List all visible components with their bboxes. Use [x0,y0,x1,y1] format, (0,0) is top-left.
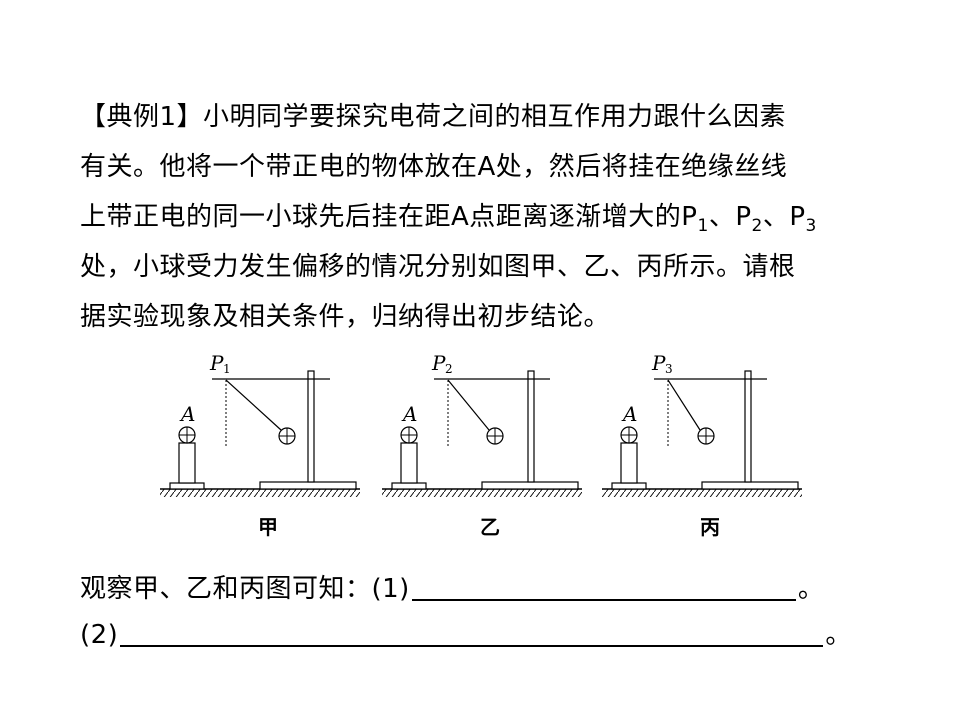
ground-hatch [602,489,802,497]
figure-caption: 乙 [480,515,500,539]
label-a: A [621,402,637,426]
point-p2: P2 [735,202,763,236]
insulating-stand [620,442,638,484]
q2-end: 。 [825,620,852,650]
object-base [169,482,205,490]
thread [667,379,701,431]
stand-pole [744,370,752,483]
label-a: A [179,402,195,426]
point-p1: P1 [681,202,709,236]
figure-caption: 丙 [700,515,720,539]
problem-line-2: 有关。他将一个带正电的物体放在A处，然后将挂在绝缘丝线 [80,152,788,182]
stand-pole [527,370,535,483]
answer-line-2: (2) 。 [80,612,900,658]
q1-end: 。 [797,574,825,604]
separator: 、 [708,202,736,232]
answer-section: 观察甲、乙和丙图可知：(1) 。 (2) 。 [80,566,900,658]
thread [447,379,490,431]
thread [225,379,282,431]
object-base [391,482,427,490]
stand-base [259,481,357,490]
problem-line-3-text: 上带正电的同一小球先后挂在距A点距离逐渐增大的 [80,202,682,232]
figure-caption: 甲 [258,515,278,539]
label-p: P [431,351,446,375]
stand-base [701,481,799,490]
ground-hatch [382,489,582,497]
point-p3: P3 [789,202,817,236]
label-p-sub: 1 [223,362,231,376]
object-base [611,482,647,490]
label-p-sub: 3 [665,362,673,376]
problem-text: 【典例1】小明同学要探究电荷之间的相互作用力跟什么因素 有关。他将一个带正电的物… [80,92,890,342]
stand-base [481,481,579,490]
q1-prefix: 观察甲、乙和丙图可知：(1) [80,574,410,604]
label-p-sub: 2 [445,362,453,376]
separator: 、 [762,202,790,232]
answer-blank-1[interactable] [411,569,796,601]
answer-line-1: 观察甲、乙和丙图可知：(1) 。 [80,566,900,612]
problem-line-3: 上带正电的同一小球先后挂在距A点距离逐渐增大的P1、P2、P3 [80,192,890,242]
problem-line-1: 【典例1】小明同学要探究电荷之间的相互作用力跟什么因素 [80,102,787,132]
ground-hatch [160,489,360,497]
q2-prefix: (2) [80,620,119,650]
answer-blank-2[interactable] [120,615,824,647]
label-p: P [651,351,666,375]
problem-line-5: 据实验现象及相关条件，归纳得出初步结论。 [80,302,611,332]
insulating-stand [400,442,418,484]
label-p: P [209,351,224,375]
problem-line-4: 处，小球受力发生偏移的情况分别如图甲、乙、丙所示。请根 [80,252,796,282]
insulating-stand [178,442,196,484]
stand-pole [307,370,315,483]
label-a: A [401,402,417,426]
